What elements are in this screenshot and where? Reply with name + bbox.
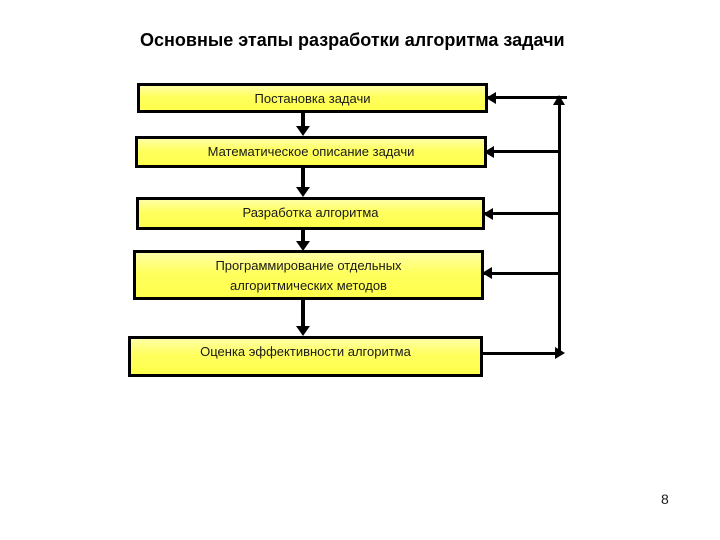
arrow-head bbox=[296, 241, 310, 251]
arrow-down-1-icon bbox=[296, 112, 310, 136]
arrow-shaft bbox=[301, 229, 305, 243]
step-programming-methods: Программирование отдельных алгоритмическ… bbox=[133, 250, 484, 300]
slide-title: Основные этапы разработки алгоритма зада… bbox=[140, 30, 565, 50]
step-efficiency-evaluation: Оценка эффективности алгоритма bbox=[128, 336, 483, 377]
feedback-line-to-step4 bbox=[484, 272, 561, 275]
step-label: Постановка задачи bbox=[254, 91, 371, 106]
arrow-head bbox=[296, 187, 310, 197]
feedback-line-to-step2 bbox=[486, 150, 561, 153]
feedback-vertical-line bbox=[558, 105, 561, 354]
feedback-arrow-left-step2-icon bbox=[484, 146, 494, 158]
arrow-down-3-icon bbox=[296, 229, 310, 251]
arrow-head bbox=[296, 126, 310, 136]
arrow-head bbox=[296, 326, 310, 336]
arrow-shaft bbox=[301, 167, 305, 189]
arrow-shaft bbox=[301, 299, 305, 328]
feedback-arrow-left-step3-icon bbox=[483, 208, 493, 220]
step-label: Разработка алгоритма bbox=[242, 205, 379, 220]
step-problem-statement: Постановка задачи bbox=[137, 83, 488, 113]
step-algorithm-development: Разработка алгоритма bbox=[136, 197, 485, 230]
feedback-arrow-up-icon bbox=[553, 95, 565, 105]
step-math-description: Математическое описание задачи bbox=[135, 136, 487, 168]
arrow-down-4-icon bbox=[296, 299, 310, 336]
step-label: Математическое описание задачи bbox=[207, 144, 415, 159]
step-label: Оценка эффективности алгоритма bbox=[200, 344, 411, 359]
feedback-out-line bbox=[483, 352, 557, 355]
step-label: Программирование отдельных алгоритмическ… bbox=[215, 258, 402, 293]
page-number: 8 bbox=[661, 491, 669, 507]
arrow-shaft bbox=[301, 112, 305, 128]
arrow-down-2-icon bbox=[296, 167, 310, 197]
feedback-line-to-step3 bbox=[485, 212, 561, 215]
feedback-arrow-left-step4-icon bbox=[482, 267, 492, 279]
feedback-arrow-left-step1-icon bbox=[486, 92, 496, 104]
feedback-line-to-step1 bbox=[488, 96, 567, 99]
